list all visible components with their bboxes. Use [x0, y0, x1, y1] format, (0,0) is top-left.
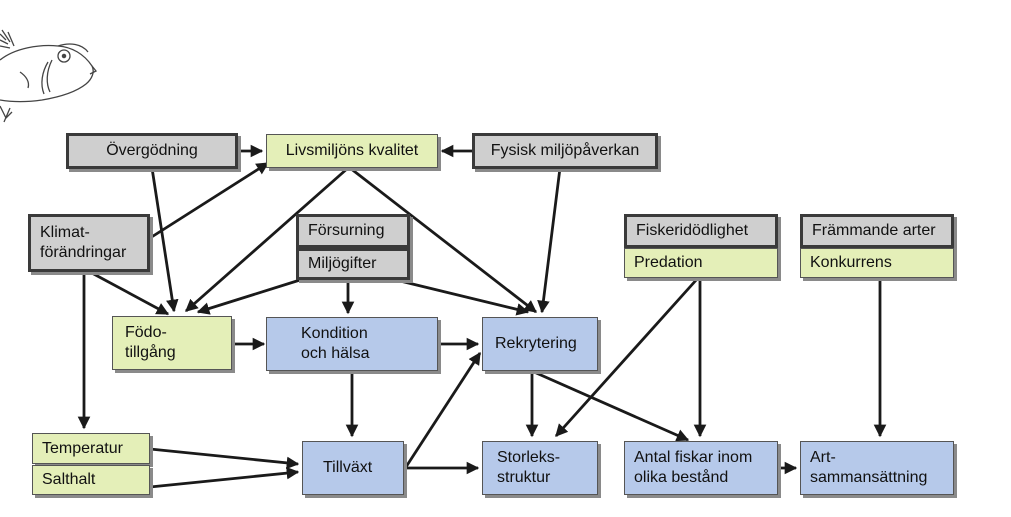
node-antal-fiskar: Antal fiskar inom olika bestånd — [624, 441, 778, 495]
node-overgodning: Övergödning — [66, 133, 238, 169]
fish-drawing-icon — [0, 29, 98, 123]
node-antal-fiskar-line2: olika bestånd — [634, 469, 729, 486]
node-tillvaxt: Tillväxt — [302, 441, 404, 495]
node-konkurrens-label: Konkurrens — [810, 254, 892, 271]
node-kondition-och-halsa: Kondition och hälsa — [266, 317, 438, 371]
node-predation-label: Predation — [634, 254, 703, 271]
node-klimatforandringar: Klimat- förändringar — [28, 214, 150, 272]
node-fodotillgang-line1: Födo- — [125, 324, 167, 341]
node-frammande-arter: Främmande arter — [800, 214, 954, 248]
node-forsurning-label: Försurning — [308, 222, 385, 239]
node-fiskeridodlighet: Fiskeridödlighet — [624, 214, 778, 248]
node-artsammansattning-line2: sammansättning — [810, 469, 928, 486]
node-fiskeridodlighet-label: Fiskeridödlighet — [636, 222, 749, 239]
node-temperatur: Temperatur — [32, 433, 150, 464]
node-fysisk-miljopaverkan-label: Fysisk miljöpåverkan — [490, 142, 640, 159]
node-artsammansattning: Art- sammansättning — [800, 441, 954, 495]
node-rekrytering: Rekrytering — [482, 317, 598, 371]
node-konkurrens: Konkurrens — [800, 248, 954, 278]
node-fodotillgang: Födo- tillgång — [112, 316, 232, 370]
node-overgodning-label: Övergödning — [106, 142, 198, 159]
node-klimatforandringar-line1: Klimat- — [40, 224, 90, 241]
node-livsmiljons-kvalitet-label: Livsmiljöns kvalitet — [285, 142, 419, 159]
node-kondition-line2: och hälsa — [301, 345, 370, 362]
node-forsurning: Försurning — [296, 214, 410, 248]
node-salthalt-label: Salthalt — [42, 471, 96, 488]
node-fysisk-miljopaverkan: Fysisk miljöpåverkan — [472, 133, 658, 169]
node-tillvaxt-label: Tillväxt — [323, 459, 373, 476]
node-predation: Predation — [624, 248, 778, 278]
node-antal-fiskar-line1: Antal fiskar inom — [634, 449, 753, 466]
node-klimatforandringar-line2: förändringar — [40, 244, 127, 261]
node-livsmiljons-kvalitet: Livsmiljöns kvalitet — [266, 134, 438, 168]
node-storleksstruktur-line1: Storleks- — [497, 449, 561, 466]
node-storleksstruktur-line2: struktur — [497, 469, 551, 486]
node-rekrytering-label: Rekrytering — [495, 335, 577, 352]
node-kondition-line1: Kondition — [301, 325, 368, 342]
node-frammande-arter-label: Främmande arter — [812, 222, 936, 239]
node-miljogifter-label: Miljögifter — [308, 255, 377, 272]
node-fodotillgang-line2: tillgång — [125, 344, 176, 361]
node-storleksstruktur: Storleks- struktur — [482, 441, 598, 495]
node-miljogifter: Miljögifter — [296, 248, 410, 280]
node-temperatur-label: Temperatur — [42, 439, 123, 457]
node-artsammansattning-line1: Art- — [810, 449, 836, 466]
node-salthalt: Salthalt — [32, 465, 150, 495]
